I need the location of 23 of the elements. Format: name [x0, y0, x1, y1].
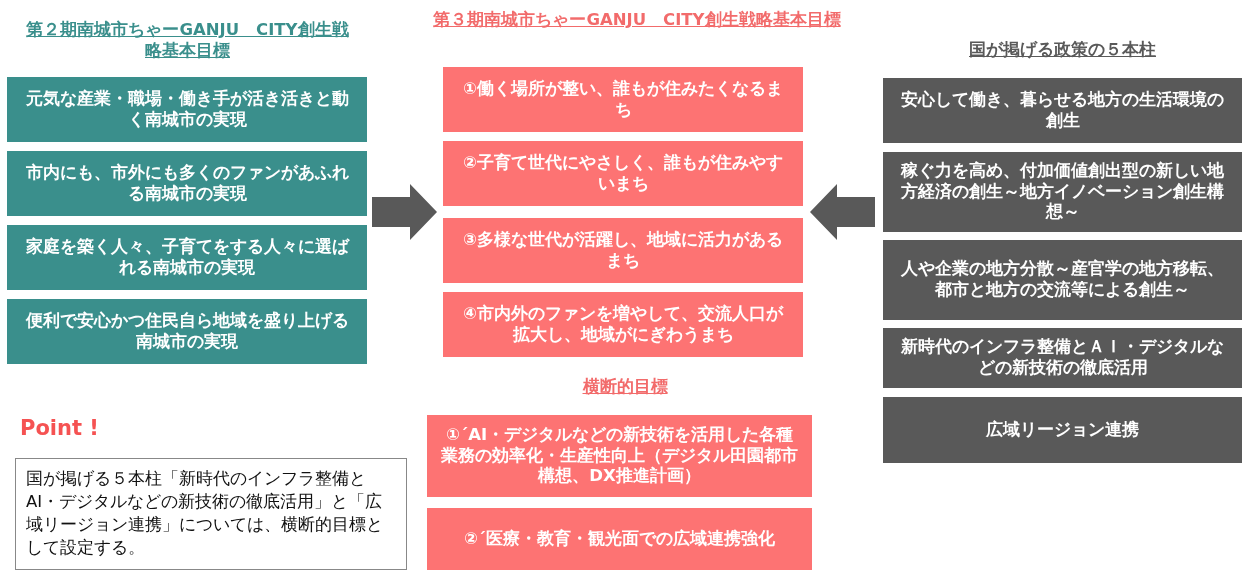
goal-box: ④市内外のファンを増やして、交流人口が拡大し、地域がにぎわうまち	[443, 292, 803, 357]
block-arrow	[372, 184, 437, 240]
policy-box: 人や企業の地方分散～産官学の地方移転、都市と地方の交流等による創生～	[883, 240, 1242, 320]
policy-box: 安心して働き、暮らせる地方の生活環境の創生	[883, 78, 1242, 143]
goal-box: ①´AI・デジタルなどの新技術を活用した各種業務の効率化・生産性向上（デジタル田園都市構想、DX推進計画）	[427, 415, 812, 497]
policy-box: 広域リージョン連携	[883, 397, 1242, 463]
note-box: 国が掲げる５本柱「新時代のインフラ整備とAI・デジタルなどの新技術の徹底活用」と「広域リージョン連携」については、横断的目標として設定する。	[15, 458, 407, 570]
goal-box: ③多様な世代が活躍し、地域に活力があるまち	[443, 218, 803, 283]
goal-box: 市内にも、市外にも多くのファンがあふれる南城市の実現	[7, 151, 367, 216]
block-arrow	[810, 184, 875, 240]
goal-box: ①働く場所が整い、誰もが住みたくなるまち	[443, 67, 803, 132]
goal-box: 便利で安心かつ住民自ら地域を盛り上げる南城市の実現	[7, 299, 367, 364]
goal-box: 元気な産業・職場・働き手が活き活きと動く南城市の実現	[7, 77, 367, 142]
policy-box: 新時代のインフラ整備とＡＩ・デジタルなどの新技術の徹底活用	[883, 328, 1242, 388]
goal-box: ②子育て世代にやさしく、誰もが住みやすいまち	[443, 141, 803, 206]
section-heading: 第３期南城市ちゃーGANJU CITY創生戦略基本目標	[432, 10, 842, 31]
policy-box: 稼ぐ力を高め、付加価値創出型の新しい地方経済の創生～地方イノベーション創生構想～	[883, 152, 1242, 232]
section-heading: 横断的目標	[581, 377, 669, 398]
goal-box: ②´医療・教育・観光面での広域連携強化	[427, 508, 812, 570]
section-heading: 国が掲げる政策の５本柱	[968, 40, 1157, 61]
goal-box: 家庭を築く人々、子育てをする人々に選ばれる南城市の実現	[7, 225, 367, 290]
point-heading: Point !	[20, 415, 100, 442]
section-heading: 第２期南城市ちゃーGANJU CITY創生戦略基本目標	[25, 20, 350, 62]
